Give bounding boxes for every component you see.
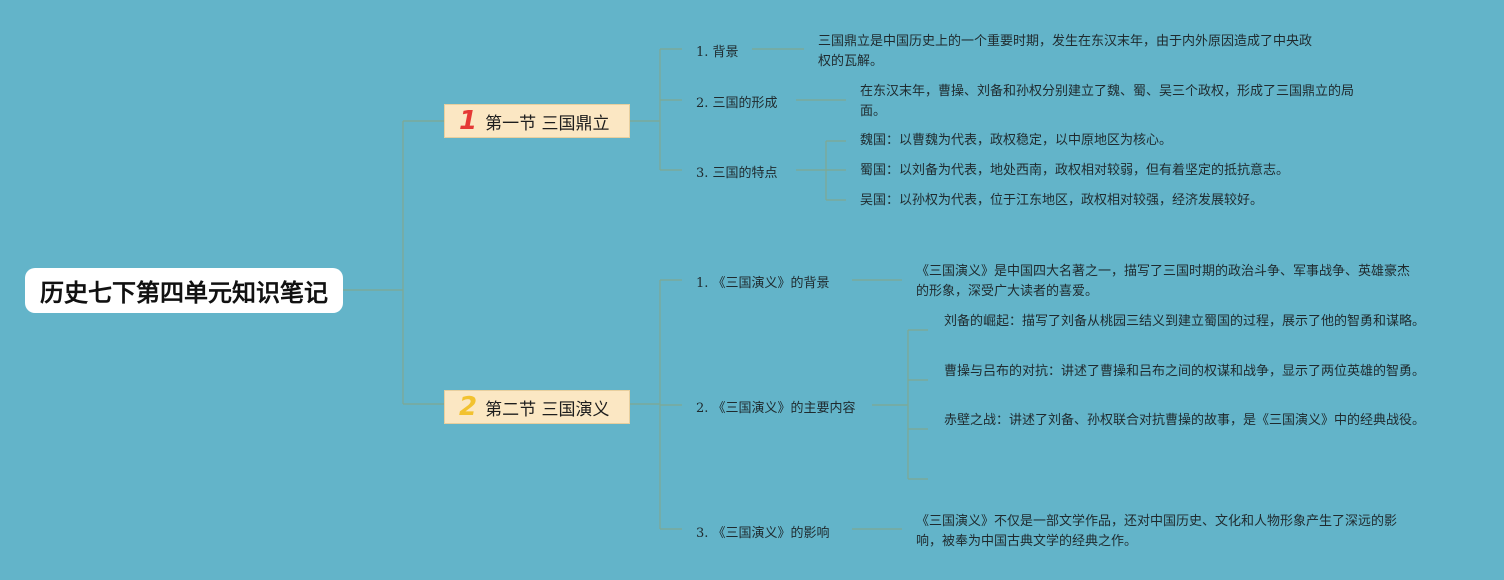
connector-s2-item-2: [872, 329, 928, 480]
note-background[interactable]: 三国鼎立是中国历史上的一个重要时期，发生在东汉末年，由于内外原因造成了中央政权的…: [818, 34, 1313, 69]
note-red-cliffs[interactable]: 赤壁之战：讲述了刘备、孙权联合对抗曹操的故事，是《三国演义》中的经典战役。: [944, 413, 1426, 428]
root-topic[interactable]: 历史七下第四单元知识笔记: [25, 268, 343, 313]
section-title: 第一节 三国鼎立: [485, 113, 610, 134]
subtopic-background[interactable]: 1. 背景: [696, 45, 739, 60]
note-wu[interactable]: 吴国：以孙权为代表，位于江东地区，政权相对较强，经济发展较好。: [860, 193, 1264, 208]
subtopic-features[interactable]: 3. 三国的特点: [696, 166, 778, 181]
note-liu-bei-rise[interactable]: 刘备的崛起：描写了刘备从桃园三结义到建立蜀国的过程，展示了他的智勇和谋略。: [944, 314, 1426, 329]
subtopic-formation[interactable]: 2. 三国的形成: [696, 96, 778, 111]
subtopic-novel-influence[interactable]: 3. 《三国演义》的影响: [696, 526, 830, 541]
note-novel-influence[interactable]: 《三国演义》不仅是一部文学作品，还对中国历史、文化和人物形象产生了深远的影响，被…: [916, 514, 1398, 549]
section-title: 第二节 三国演义: [485, 399, 610, 420]
connector-section-2: [630, 279, 682, 530]
section-topic-1[interactable]: 1 第一节 三国鼎立: [444, 104, 630, 138]
section-number-badge: 1: [459, 106, 478, 136]
section-number-badge: 2: [459, 392, 478, 422]
section-topic-2[interactable]: 2 第二节 三国演义: [444, 390, 630, 424]
subtopic-novel-content[interactable]: 2. 《三国演义》的主要内容: [696, 401, 856, 416]
connector-s1-item-3: [796, 140, 846, 201]
note-novel-background[interactable]: 《三国演义》是中国四大名著之一，描写了三国时期的政治斗争、军事战争、英雄豪杰的形…: [916, 264, 1411, 299]
note-shu[interactable]: 蜀国：以刘备为代表，地处西南，政权相对较弱，但有着坚定的抵抗意志。: [860, 163, 1290, 178]
note-cao-lu-rivalry[interactable]: 曹操与吕布的对抗：讲述了曹操和吕布之间的权谋和战争，显示了两位英雄的智勇。: [944, 364, 1426, 379]
note-wei[interactable]: 魏国：以曹魏为代表，政权稳定，以中原地区为核心。: [860, 133, 1173, 148]
connector-section-1: [630, 48, 682, 171]
connector-root: [343, 120, 444, 405]
note-formation[interactable]: 在东汉末年，曹操、刘备和孙权分别建立了魏、蜀、吴三个政权，形成了三国鼎立的局面。: [860, 84, 1355, 119]
subtopic-novel-background[interactable]: 1. 《三国演义》的背景: [696, 276, 830, 291]
